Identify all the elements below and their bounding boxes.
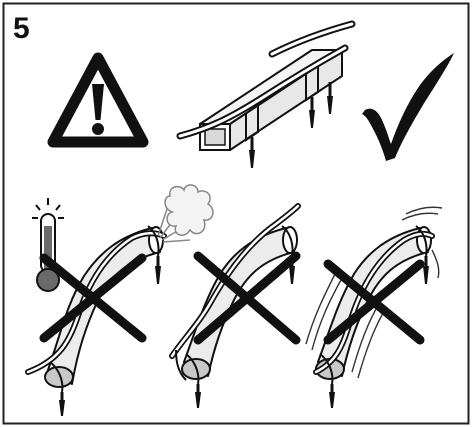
duct-stake-2 (309, 97, 315, 128)
cross-icon-vibration (323, 259, 425, 345)
square-duct-illustration (176, 20, 356, 168)
pipe-heat-illustration (25, 225, 167, 416)
duct-stake-1 (249, 137, 255, 168)
checkmark-icon (362, 53, 454, 161)
step-number: 5 (13, 12, 30, 45)
pipe-vibration-illustration (313, 225, 435, 408)
thermometer-icon (32, 198, 64, 292)
cross-icon-loose (193, 251, 301, 345)
duct-stake-3 (327, 82, 333, 114)
cross-icon-heat (39, 253, 147, 343)
warning-triangle-icon (47, 52, 149, 148)
steam-cloud-icon (157, 184, 214, 243)
